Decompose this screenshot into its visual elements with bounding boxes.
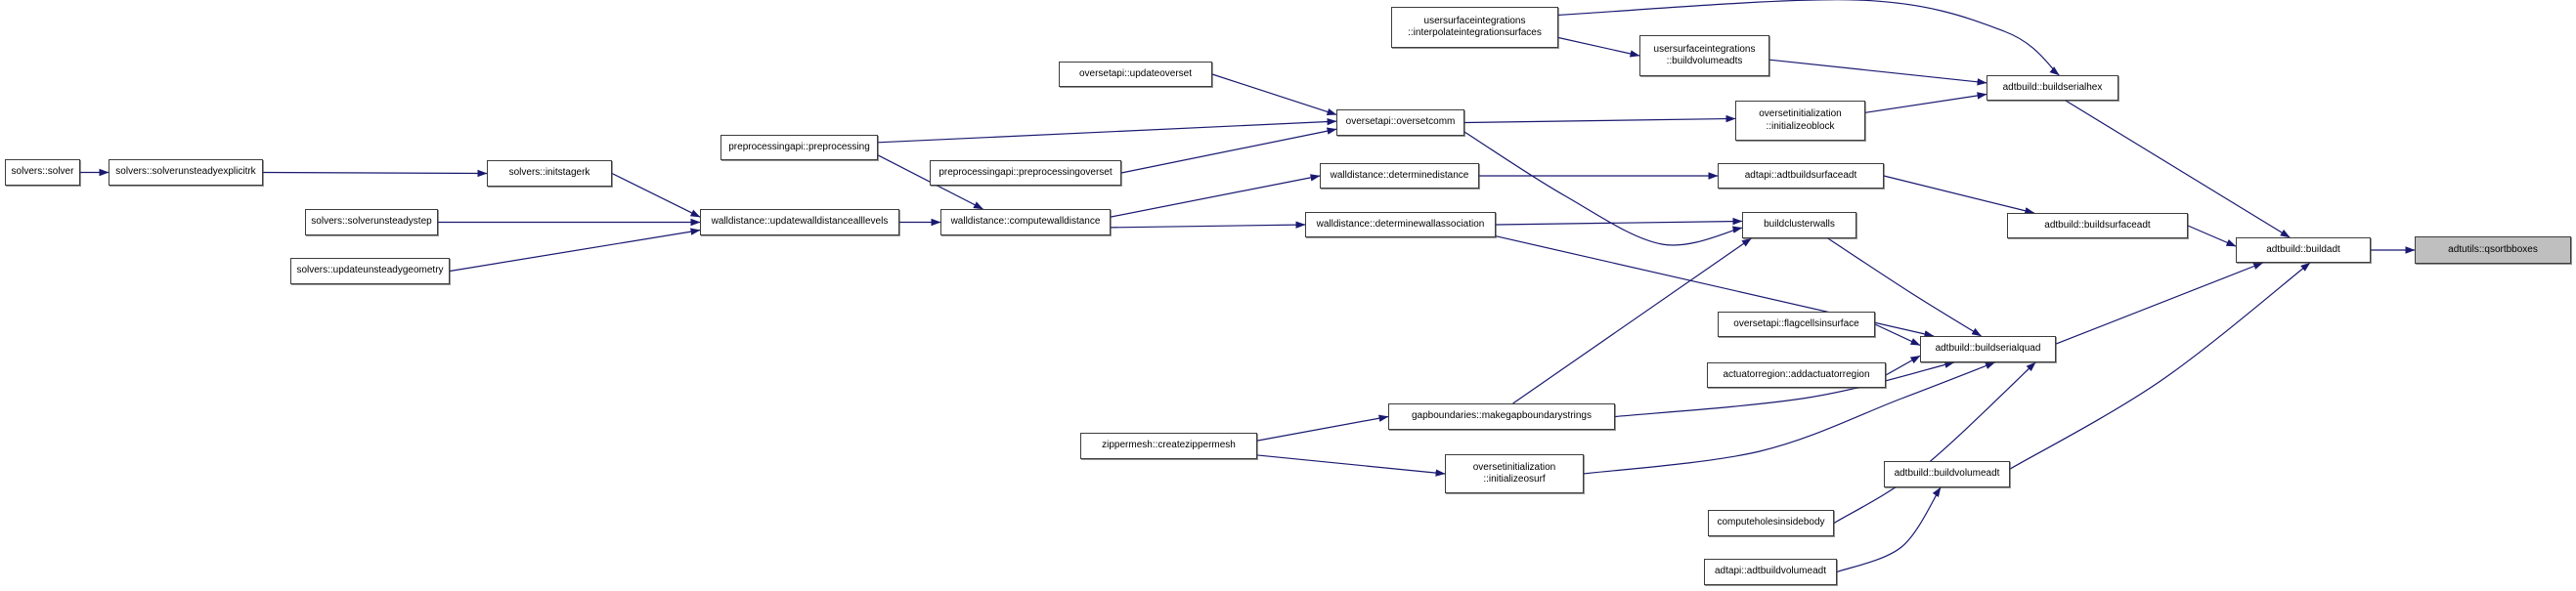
graph-node-addactuatorregion[interactable]: actuatorregion::addactuatorregion	[1707, 362, 1886, 388]
graph-node-updateoverset[interactable]: oversetapi::updateoverset	[1059, 62, 1212, 87]
graph-node-computewalldistance[interactable]: walldistance::computewalldistance	[940, 209, 1111, 235]
edge-oversetcomm--buildclusterwalls	[1463, 131, 1743, 246]
graph-node-buildadt[interactable]: adtbuild::buildadt	[2236, 237, 2371, 263]
edge-buildserialquad--buildadt	[2055, 262, 2264, 345]
graph-node-computeholesinsidebody[interactable]: computeholesinsidebody	[1708, 510, 1834, 536]
edge-createzippermesh--initializeosurf	[1256, 454, 1446, 477]
edge-flagcellsinsurface--buildserialquad	[1874, 323, 1921, 346]
edge-computewalldistance--determinedistance	[1110, 174, 1321, 218]
graph-node-initializeoblock[interactable]: oversetinitialization ::initializeoblock	[1735, 101, 1865, 141]
graph-node-preprocessing[interactable]: preprocessingapi::preprocessing	[720, 135, 878, 160]
graph-node-interpolateintegrationsurfaces[interactable]: usersurfaceintegrations ::interpolateint…	[1391, 7, 1558, 48]
edge-adtbuildvolumeadt--buildvolumeadt	[1836, 486, 1942, 573]
edge-updateoverset--oversetcomm	[1211, 73, 1337, 115]
graph-node-buildsurfaceadt[interactable]: adtbuild::buildsurfaceadt	[2007, 213, 2188, 238]
edge-solverunsteadyexplicitrk--initstagerk	[262, 169, 488, 178]
graph-node-buildclusterwalls[interactable]: buildclusterwalls	[1742, 212, 1856, 238]
graph-node-buildserialquad[interactable]: adtbuild::buildserialquad	[1920, 336, 2056, 362]
edge-initstagerk--updatewalldistancealllevels	[611, 172, 701, 218]
graph-node-qsortbboxes: adtutils::qsortbboxes	[2415, 236, 2571, 264]
graph-node-adtbuildsurfaceadt[interactable]: adtapi::adtbuildsurfaceadt	[1718, 163, 1884, 189]
graph-node-solverunsteadyexplicitrk[interactable]: solvers::solverunsteadyexplicitrk	[109, 159, 263, 186]
graph-node-adtbuildvolumeadt[interactable]: adtapi::adtbuildvolumeadt	[1704, 559, 1837, 585]
graph-node-solverunsteadystep[interactable]: solvers::solverunsteadystep	[305, 209, 438, 235]
edge-determinewallassociation--buildclusterwalls	[1495, 217, 1743, 226]
graph-node-flagcellsinsurface[interactable]: oversetapi::flagcellsinsurface	[1718, 312, 1875, 337]
graph-node-buildserialhex[interactable]: adtbuild::buildserialhex	[1987, 75, 2118, 101]
graph-node-determinewallassociation[interactable]: walldistance::determinewallassociation	[1305, 212, 1496, 237]
edge-buildvolumeadts--buildserialhex	[1768, 59, 1987, 86]
edge-preprocessingoverset--oversetcomm	[1120, 127, 1337, 174]
edge-computewalldistance--determinewallassociation	[1110, 221, 1306, 229]
graph-node-updatewalldistancealllevels[interactable]: walldistance::updatewalldistancealllevel…	[700, 209, 899, 235]
edge-buildsurfaceadt--buildadt	[2187, 225, 2237, 247]
graph-node-preprocessingoverset[interactable]: preprocessingapi::preprocessingoverset	[930, 160, 1121, 186]
edge-adtbuildsurfaceadt--buildsurfaceadt	[1883, 175, 2035, 215]
edge-buildvolumeadt--buildadt	[2009, 262, 2311, 470]
graph-node-buildvolumeadt[interactable]: adtbuild::buildvolumeadt	[1884, 461, 2010, 487]
graph-node-buildvolumeadts[interactable]: usersurfaceintegrations ::buildvolumeadt…	[1639, 35, 1769, 76]
graph-node-initstagerk[interactable]: solvers::initstagerk	[487, 160, 612, 187]
edge-addactuatorregion--buildserialquad	[1885, 355, 1921, 376]
graph-node-solver[interactable]: solvers::solver	[5, 159, 80, 186]
graph-node-updateunsteadygeometry[interactable]: solvers::updateunsteadygeometry	[290, 258, 450, 284]
graph-node-createzippermesh[interactable]: zippermesh::createzippermesh	[1080, 433, 1257, 459]
graph-node-makegapboundarystrings[interactable]: gapboundaries::makegapboundarystrings	[1388, 403, 1615, 430]
edge-interpolateintegrationsurfaces--buildvolumeadts	[1557, 36, 1640, 58]
edge-interpolateintegrationsurfaces--buildserialhex	[1557, 0, 2060, 76]
graph-node-initializeosurf[interactable]: oversetinitialization ::initializeosurf	[1445, 454, 1584, 493]
edge-initializeoblock--buildserialhex	[1864, 92, 1987, 113]
edge-createzippermesh--makegapboundarystrings	[1256, 414, 1389, 442]
edge-updateunsteadygeometry--updatewalldistancealllevels	[449, 228, 701, 273]
graph-node-oversetcomm[interactable]: oversetapi::oversetcomm	[1336, 109, 1464, 136]
graph-node-determinedistance[interactable]: walldistance::determinedistance	[1320, 163, 1479, 189]
edge-oversetcomm--initializeoblock	[1463, 114, 1736, 124]
edge-preprocessing--oversetcomm	[877, 117, 1337, 144]
